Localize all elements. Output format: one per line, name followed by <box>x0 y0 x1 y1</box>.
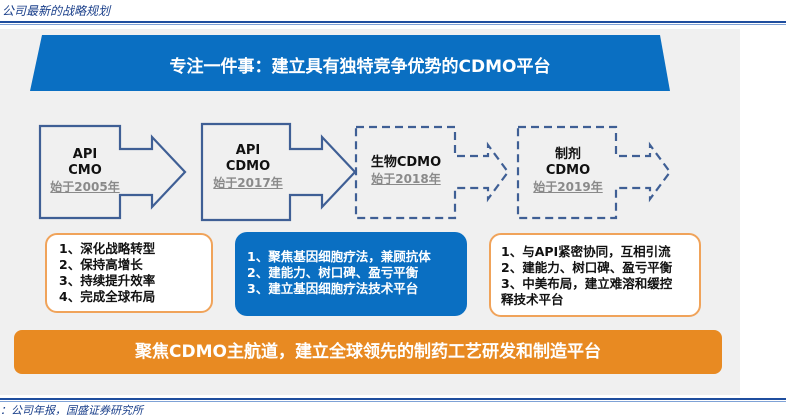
list-item: 3、持续提升效率 <box>59 273 156 288</box>
stage-2-line2: CDMO <box>225 159 271 174</box>
list-item: 2、保持高增长 <box>59 257 143 272</box>
banner-shape <box>30 35 670 91</box>
stage-3-year: 始于2018年 <box>371 172 441 186</box>
box-formulation-goals: 1、与API紧密协同，互相引流 2、建能力、树口碑、盈亏平衡 3、中美布局，建立… <box>489 233 701 317</box>
list-item: 2、建能力、树口碑、盈亏平衡 <box>501 260 673 275</box>
header-rule-thin <box>0 24 786 25</box>
stage-2-year: 始于2017年 <box>213 176 283 190</box>
stage-1-line1: API <box>72 147 98 162</box>
stage-3-label: 生物CDMO 始于2018年 <box>358 155 454 187</box>
stage-1-line2: CMO <box>68 163 102 178</box>
stage-1-label: API CMO 始于2005年 <box>50 147 120 195</box>
arrow-stage-1 <box>38 124 187 220</box>
list-item: 3、中美布局，建立难溶和缓控 <box>501 276 673 291</box>
diagram-panel: 专注一件事：建立具有独特竞争优势的CDMO平台 API CMO 始于2005年 … <box>0 29 740 395</box>
list-item: 释技术平台 <box>501 292 564 307</box>
footer-rule <box>0 398 786 400</box>
banner-trapezoid <box>30 35 670 91</box>
stage-2-label: API CDMO 始于2017年 <box>208 143 288 191</box>
footer-rule-thin <box>0 401 786 402</box>
stage-1-year: 始于2005年 <box>50 180 120 194</box>
list-item: 3、建立基因细胞疗法技术平台 <box>247 281 419 296</box>
box-api-goals: 1、深化战略转型 2、保持高增长 3、持续提升效率 4、完成全球布局 <box>45 233 213 313</box>
list-item: 4、完成全球布局 <box>59 289 156 304</box>
stage-4-line2: CDMO <box>545 163 591 178</box>
source-note: ：公司年报，国盛证券研究所 <box>0 404 143 417</box>
stage-2-line1: API <box>235 143 261 158</box>
header-rule <box>0 21 786 23</box>
stage-arrows <box>38 122 672 222</box>
stage-4-label: 制剂 CDMO 始于2019年 <box>525 147 611 195</box>
stage-4-year: 始于2019年 <box>533 180 603 194</box>
list-item: 1、深化战略转型 <box>59 241 156 256</box>
stage-4-line1: 制剂 <box>554 147 581 162</box>
list-item: 1、与API紧密协同，互相引流 <box>501 244 671 259</box>
list-item: 2、建能力、树口碑、盈亏平衡 <box>247 265 419 280</box>
arrow-stage-4 <box>516 125 672 220</box>
stage-3-line1: 生物CDMO <box>370 155 442 170</box>
arrow-stage-3 <box>354 125 510 220</box>
page-title: 公司最新的战略规划 <box>2 4 111 18</box>
box-bio-goals: 1、聚焦基因细胞疗法，兼顾抗体 2、建能力、树口碑、盈亏平衡 3、建立基因细胞疗… <box>235 232 467 316</box>
banner-text: 专注一件事：建立具有独特竞争优势的CDMO平台 <box>169 57 551 77</box>
arrow-stage-2 <box>200 122 357 222</box>
bottom-banner: 聚焦CDMO主航道，建立全球领先的制药工艺研发和制造平台 <box>14 330 722 374</box>
list-item: 1、聚焦基因细胞疗法，兼顾抗体 <box>247 249 431 264</box>
